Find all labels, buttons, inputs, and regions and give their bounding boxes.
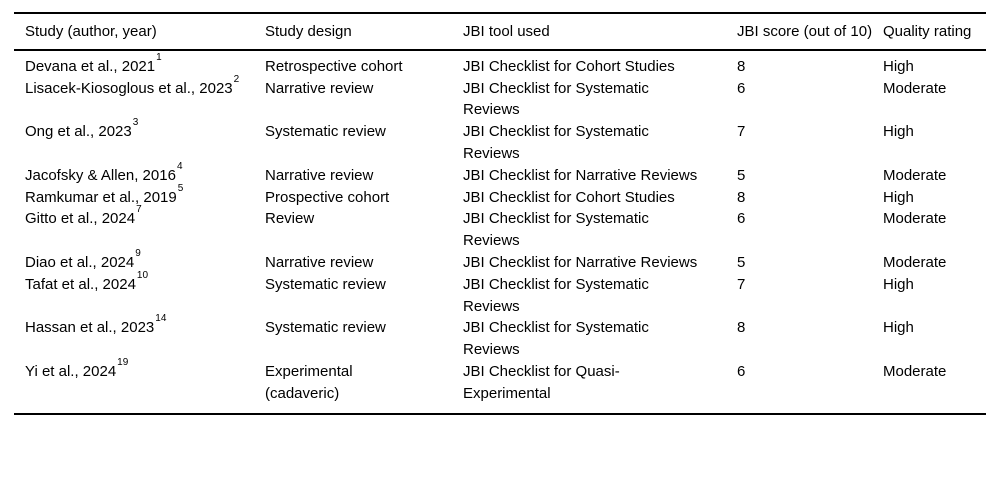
study-citation: Ramkumar et al., 2019 [25, 188, 177, 206]
cell-score: 6 [737, 210, 746, 228]
cell-rating: High [883, 57, 914, 75]
reference-superscript: 9 [135, 247, 141, 259]
study-citation: Tafat et al., 2024 [25, 275, 136, 293]
cell-tool: JBI Checklist for Quasi-Experimental [463, 362, 620, 402]
study-citation: Lisacek-Kiosoglous et al., 2023 [25, 79, 233, 97]
table-row: Lisacek-Kiosoglous et al., 20232 Narrati… [14, 74, 986, 122]
cell-design: Prospective cohort [265, 188, 390, 206]
cell-design: Retrospective cohort [265, 57, 403, 75]
col-header-design: Study design [265, 13, 463, 51]
cell-tool: JBI Checklist for Systematic Reviews [463, 123, 649, 162]
cell-rating: High [883, 123, 914, 141]
cell-score: 6 [737, 79, 746, 97]
cell-tool: JBI Checklist for Cohort Studies [463, 188, 675, 206]
table-row: Gitto et al., 20247 Review JBI Checklist… [14, 205, 986, 252]
study-citation: Hassan et al., 2023 [25, 319, 155, 337]
reference-superscript: 19 [117, 356, 129, 368]
cell-score: 7 [737, 275, 746, 293]
reference-superscript: 7 [136, 204, 142, 216]
cell-design: Systematic review [265, 319, 386, 337]
cell-study: Devana et al., 20211 [14, 50, 265, 78]
cell-design: Systematic review [265, 275, 386, 293]
study-citation: Ong et al., 2023 [25, 123, 132, 141]
study-citation: Devana et al., 2021 [25, 57, 156, 75]
col-header-tool: JBI tool used [463, 13, 737, 51]
cell-score: 6 [737, 362, 746, 380]
cell-rating: Moderate [883, 79, 947, 97]
cell-study: Ong et al., 20233 [14, 118, 265, 165]
cell-design: Review [265, 210, 315, 228]
cell-score: 5 [737, 166, 746, 184]
cell-study: Lisacek-Kiosoglous et al., 20232 [14, 74, 265, 122]
jbi-quality-table: Study (author, year) Study design JBI to… [14, 12, 986, 415]
reference-superscript: 10 [136, 269, 149, 281]
study-citation: Gitto et al., 2024 [25, 210, 136, 228]
study-citation: Diao et al., 2024 [25, 253, 135, 271]
study-citation: Jacofsky & Allen, 2016 [25, 166, 176, 184]
cell-rating: High [883, 188, 914, 206]
col-header-score: JBI score (out of 10) [737, 13, 883, 51]
cell-score: 8 [737, 319, 746, 337]
cell-rating: Moderate [883, 362, 947, 380]
cell-study: Hassan et al., 202314 [14, 314, 265, 361]
cell-score: 8 [737, 57, 746, 75]
table-row: Ramkumar et al., 20195 Prospective cohor… [14, 183, 986, 209]
cell-design: Narrative review [265, 253, 374, 271]
col-header-study: Study (author, year) [14, 13, 265, 51]
cell-rating: High [883, 275, 914, 293]
table-row: Devana et al., 20211 Retrospective cohor… [14, 50, 986, 78]
header-row: Study (author, year) Study design JBI to… [14, 13, 986, 51]
table-row: Ong et al., 20233 Systematic review JBI … [14, 118, 986, 165]
reference-superscript: 1 [156, 51, 162, 63]
cell-study: Gitto et al., 20247 [14, 205, 265, 252]
reference-superscript: 4 [176, 160, 183, 172]
table-row: Hassan et al., 202314 Systematic review … [14, 314, 986, 361]
table-row: Yi et al., 202419 Experimental (cadaveri… [14, 357, 986, 414]
reference-superscript: 5 [177, 182, 184, 194]
cell-design: Narrative review [265, 166, 374, 184]
table-row: Jacofsky & Allen, 20164 Narrative review… [14, 161, 986, 187]
cell-rating: Moderate [883, 253, 947, 271]
cell-study: Yi et al., 202419 [14, 357, 265, 414]
cell-tool: JBI Checklist for Systematic Reviews [463, 210, 649, 250]
reference-superscript: 2 [233, 73, 240, 85]
col-header-rating: Quality rating [883, 13, 986, 51]
reference-superscript: 3 [132, 117, 139, 129]
cell-rating: Moderate [883, 166, 947, 184]
reference-superscript: 14 [155, 313, 167, 325]
study-citation: Yi et al., 2024 [25, 362, 117, 380]
cell-tool: JBI Checklist for Narrative Reviews [463, 166, 698, 184]
cell-study: Diao et al., 20249 [14, 248, 265, 274]
table-row: Diao et al., 20249 Narrative review JBI … [14, 248, 986, 274]
cell-tool: JBI Checklist for Systematic Reviews [463, 275, 649, 315]
cell-rating: Moderate [883, 210, 947, 228]
cell-tool: JBI Checklist for Systematic Reviews [463, 319, 649, 359]
cell-design: Narrative review [265, 79, 374, 97]
cell-study: Ramkumar et al., 20195 [14, 183, 265, 209]
table-row: Tafat et al., 202410 Systematic review J… [14, 270, 986, 318]
cell-tool: JBI Checklist for Cohort Studies [463, 57, 675, 75]
cell-study: Jacofsky & Allen, 20164 [14, 161, 265, 187]
cell-design: Systematic review [265, 123, 386, 141]
cell-study: Tafat et al., 202410 [14, 270, 265, 318]
cell-score: 5 [737, 253, 746, 271]
cell-rating: High [883, 319, 914, 337]
cell-score: 8 [737, 188, 746, 206]
cell-score: 7 [737, 123, 746, 141]
cell-tool: JBI Checklist for Narrative Reviews [463, 253, 698, 271]
cell-tool: JBI Checklist for Systematic Reviews [463, 79, 649, 119]
cell-design: Experimental (cadaveric) [265, 362, 353, 402]
